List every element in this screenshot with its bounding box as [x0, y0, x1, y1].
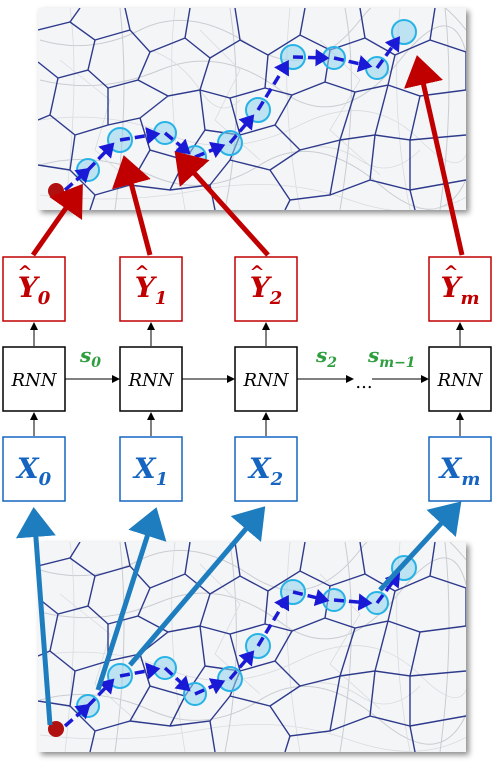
- output-letter: Y: [18, 271, 41, 304]
- sequence-ellipsis: ...: [355, 372, 372, 393]
- rnn-cells: RNN RNN RNN RNN: [2, 346, 492, 412]
- state-subscript: m−1: [379, 355, 415, 371]
- svg-text:X1: X1: [132, 452, 168, 490]
- output-boxes: Y0 ^ Y1 ^ Y2 ^ Ym ^: [2, 256, 492, 322]
- rnn-label: RNN: [127, 370, 174, 391]
- output-subscript: 0: [38, 288, 51, 309]
- input-arrow-2: [128, 506, 266, 667]
- input-subscript: 0: [39, 469, 52, 490]
- state-labels: s0 s2 sm−1: [79, 343, 416, 371]
- output-subscript: 1: [155, 288, 168, 309]
- rnn-box-m: [428, 346, 492, 412]
- output-arrows: [30, 55, 465, 257]
- input-arrow-1: [95, 507, 167, 691]
- rnn-label: RNN: [10, 370, 57, 391]
- hat-mark: ^: [443, 262, 458, 283]
- svg-text:Ym: Ym: [440, 271, 479, 309]
- output-box-1: Y1 ^: [119, 256, 183, 322]
- svg-text:Xm: Xm: [438, 452, 481, 490]
- input-letter: X: [247, 452, 272, 485]
- output-box-2: Y2 ^: [234, 256, 298, 322]
- output-letter: Y: [440, 271, 463, 304]
- output-box-m: Ym ^: [428, 256, 492, 322]
- input-letter: X: [132, 452, 157, 485]
- input-box-0: X0: [2, 436, 66, 502]
- input-boxes: X0 X1 X2 Xm: [2, 436, 492, 502]
- svg-text:sm−1: sm−1: [367, 343, 416, 371]
- svg-text:X2: X2: [247, 452, 283, 490]
- hat-mark: ^: [249, 262, 264, 283]
- rnn-box-1: [119, 346, 183, 412]
- rnn-label: RNN: [242, 370, 289, 391]
- input-arrow-0: [15, 507, 56, 726]
- output-arrow-2: [174, 151, 270, 257]
- input-subscript: m: [461, 469, 480, 490]
- bottom-map-panel: [38, 542, 466, 752]
- output-letter: Y: [135, 271, 158, 304]
- svg-text:X0: X0: [15, 452, 52, 490]
- svg-text:Y2: Y2: [250, 271, 283, 309]
- output-arrow-m: [403, 55, 465, 256]
- rnn-to-output-arrows: [30, 322, 464, 346]
- hat-mark: ^: [17, 262, 32, 283]
- svg-text:s2: s2: [315, 343, 337, 371]
- output-subscript: m: [460, 288, 479, 309]
- output-arrow-0: [30, 183, 83, 257]
- predicted-trajectory: [63, 36, 401, 192]
- state-letter: s: [367, 343, 379, 367]
- rnn-box-0: [2, 346, 66, 412]
- top-map-panel: [38, 8, 466, 210]
- input-subscript: 1: [156, 469, 169, 490]
- input-subscript: 2: [270, 469, 284, 490]
- voronoi-grid: [38, 8, 466, 210]
- state-letter: s: [315, 343, 327, 367]
- output-subscript: 2: [269, 288, 283, 309]
- input-box-2: X2: [234, 436, 298, 502]
- origin-dot: [48, 183, 64, 199]
- rnn-box-2: [234, 346, 298, 412]
- output-box-0: Y0 ^: [2, 256, 66, 322]
- input-arrow-m: [378, 501, 462, 592]
- output-letter: Y: [250, 271, 273, 304]
- input-to-rnn-arrows: [30, 412, 464, 436]
- state-letter: s: [79, 343, 91, 367]
- hat-mark: ^: [134, 262, 149, 283]
- svg-text:Y1: Y1: [135, 271, 168, 309]
- state-arrows: ...: [65, 372, 429, 393]
- input-box-1: X1: [119, 436, 183, 502]
- state-subscript: 0: [91, 355, 101, 371]
- input-letter: X: [438, 452, 463, 485]
- svg-text:s0: s0: [79, 343, 101, 371]
- output-arrow-1: [112, 155, 153, 256]
- input-box-m: Xm: [428, 436, 492, 502]
- state-subscript: 2: [326, 355, 337, 371]
- input-trajectory: [63, 572, 401, 728]
- input-letter: X: [15, 452, 40, 485]
- svg-text:Y0: Y0: [18, 271, 51, 309]
- input-arrows: [15, 501, 462, 726]
- rnn-label: RNN: [436, 370, 483, 391]
- origin-dot: [48, 721, 64, 737]
